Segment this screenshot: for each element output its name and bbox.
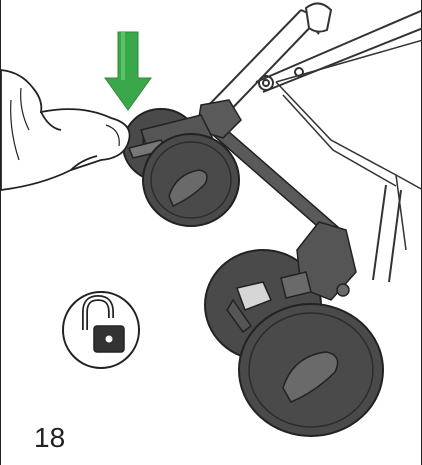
unlocked-padlock-icon <box>62 291 140 369</box>
hand-icon <box>1 69 131 191</box>
step-number: 18 <box>34 422 66 453</box>
rear-wheel-assembly <box>204 221 384 437</box>
down-arrow-icon <box>104 31 152 111</box>
stroller-frame <box>205 2 422 283</box>
front-wheel-assembly <box>122 99 242 227</box>
